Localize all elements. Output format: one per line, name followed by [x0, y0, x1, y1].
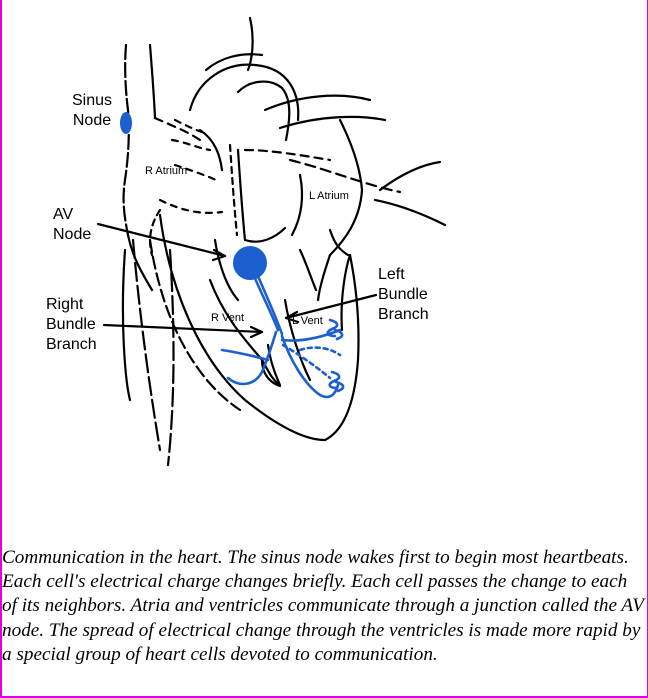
conduction-system — [120, 112, 345, 399]
left-bundle-branch-label: Left Bundle Branch — [378, 266, 429, 323]
heart-drawing — [96, 16, 447, 467]
heart-conduction-diagram: Sinus Node R Atrium L Atrium AV Node Rig… — [46, 16, 447, 467]
l-vent-label: L Vent — [292, 315, 323, 327]
frame-border-left — [0, 0, 2, 698]
l-atrium-label: L Atrium — [309, 190, 349, 202]
sinus-node-label: Sinus Node — [71, 92, 113, 129]
heart-outline — [121, 16, 447, 467]
av-node-label: AV Node — [53, 206, 92, 243]
r-vent-label: R Vent — [211, 312, 245, 324]
right-bundle-branch-label: Right Bundle Branch — [46, 296, 97, 353]
figure-caption: Communication in the heart. The sinus no… — [2, 547, 644, 665]
av-node-marker — [233, 246, 267, 280]
r-atrium-label: R Atrium — [145, 165, 188, 177]
sinus-node-marker — [120, 112, 132, 134]
label-arrows — [96, 222, 378, 339]
frame-border-bottom — [0, 696, 648, 698]
